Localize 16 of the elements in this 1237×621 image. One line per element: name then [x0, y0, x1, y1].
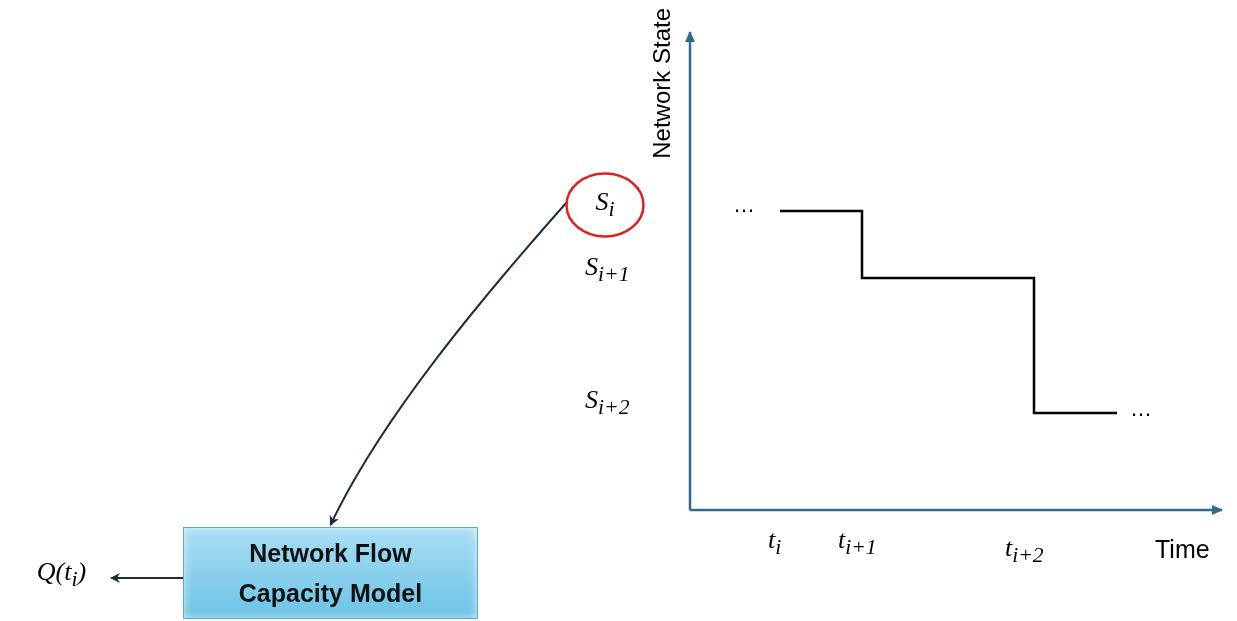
- box-label: Network Flow Capacity Model: [237, 538, 424, 609]
- state-label: S$_{i}$: [595, 187, 615, 223]
- ellipsis-label: …: [1130, 396, 1152, 422]
- axis-title: Network State: [648, 8, 676, 159]
- arrow: [329, 201, 568, 526]
- output-label: Q(t$_{i}$): [36, 557, 87, 593]
- time-label: t$_{i}$: [768, 525, 782, 561]
- highlight-circle: [565, 172, 645, 238]
- time-label: t$_{i+1}$: [838, 525, 877, 561]
- arrow: [110, 573, 184, 583]
- state-label: S$_{i+2}$: [585, 385, 630, 421]
- ellipsis-label: …: [733, 192, 755, 218]
- state-label: S$_{i+1}$: [585, 252, 630, 288]
- time-label: t$_{i+2}$: [1005, 533, 1044, 569]
- axis-title: Time: [1155, 535, 1210, 564]
- process-box: [183, 527, 478, 619]
